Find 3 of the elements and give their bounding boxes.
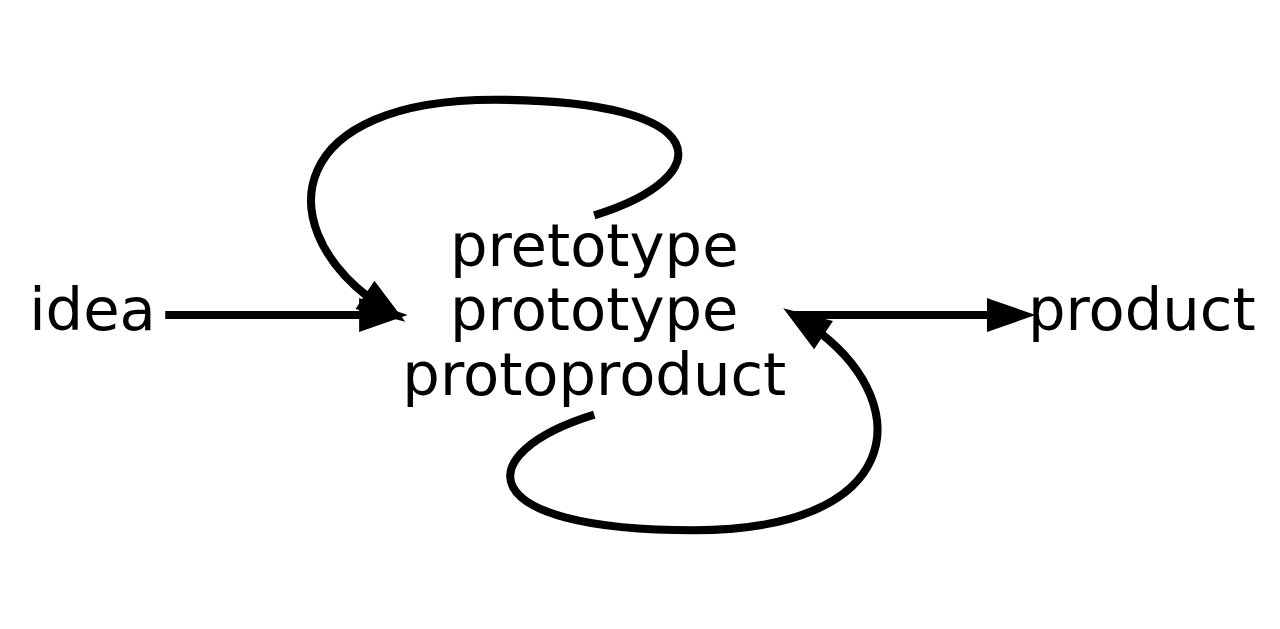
- node-text: pretotype prototype protoproduct: [402, 210, 787, 409]
- node-text: idea: [29, 274, 156, 344]
- node-text: product: [1027, 274, 1256, 344]
